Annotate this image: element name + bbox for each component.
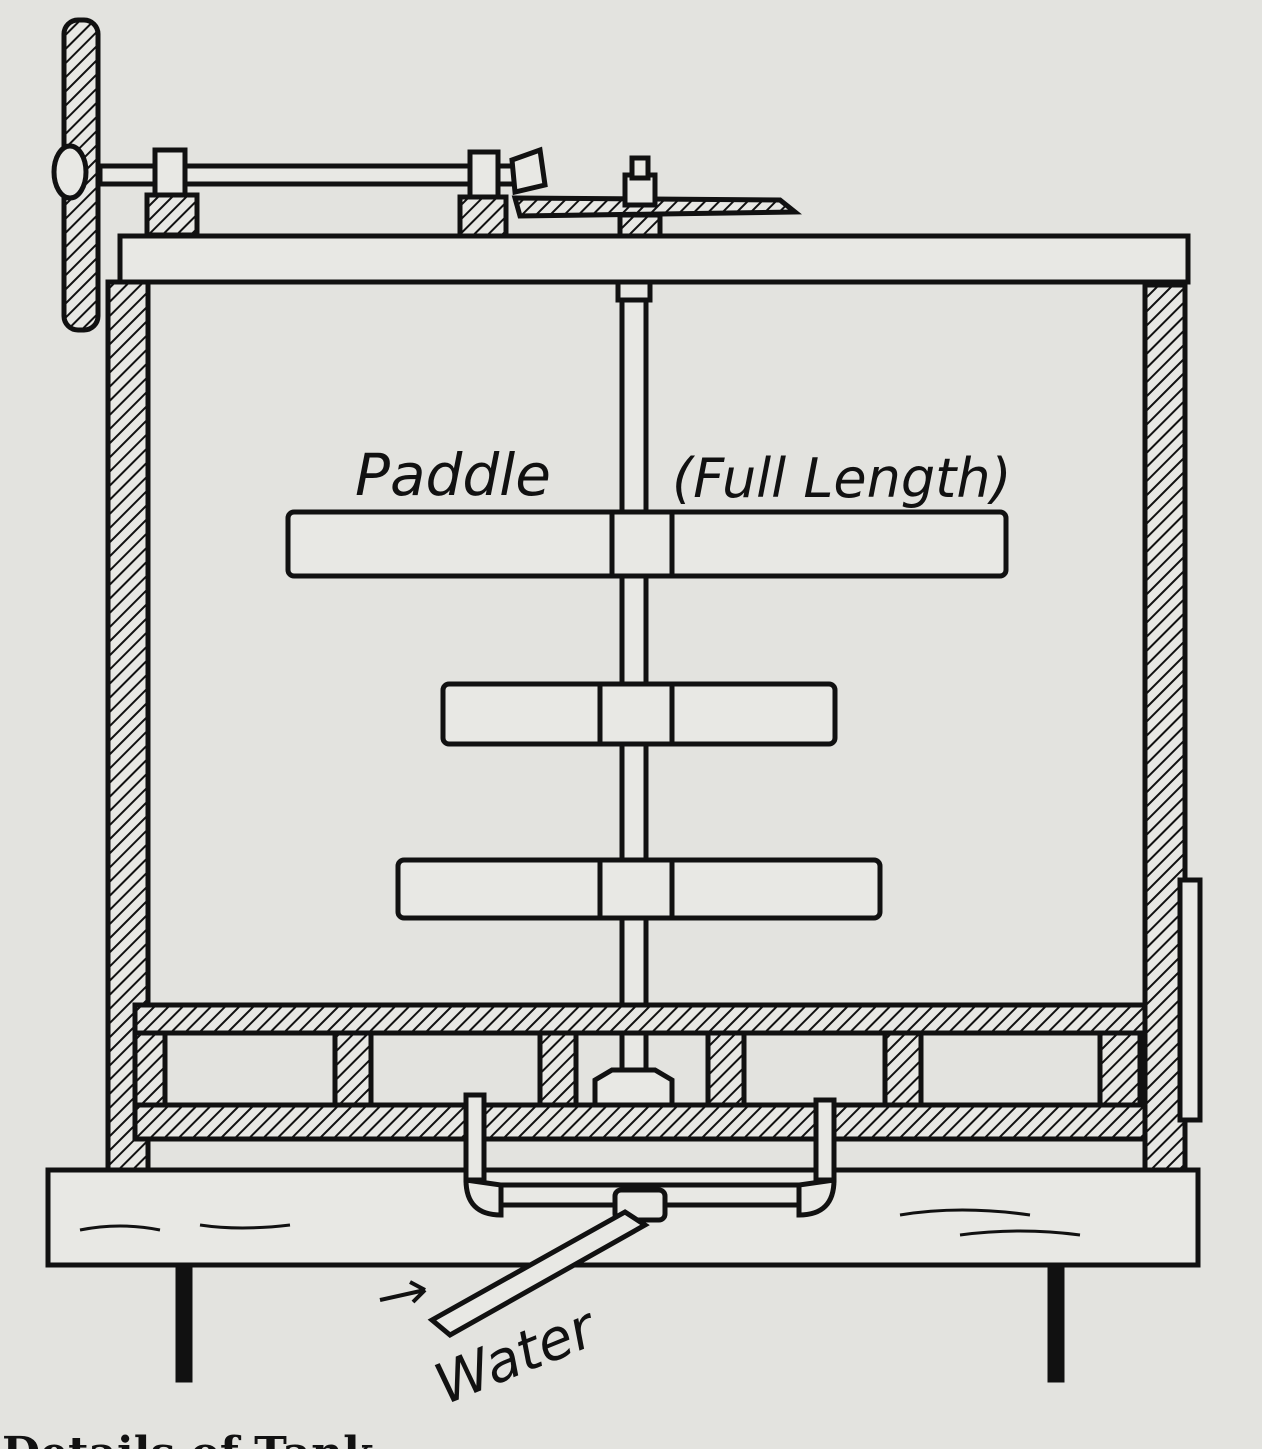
paddle-middle [440, 681, 838, 747]
bevel-gear [511, 155, 803, 240]
tank-lid [117, 233, 1191, 285]
paddle-bottom [395, 857, 883, 921]
false-bottom [132, 1002, 1148, 1142]
paddle-label: Paddle [355, 441, 551, 509]
figure-caption: Details of Tank [2, 1428, 374, 1449]
water-pipe [379, 1092, 837, 1339]
paddle-top [285, 509, 1009, 579]
drive-shaft [97, 146, 548, 240]
full-length-label: (Full Length) [672, 447, 1012, 510]
hand-wheel [51, 17, 101, 333]
side-latch [1177, 877, 1203, 1123]
